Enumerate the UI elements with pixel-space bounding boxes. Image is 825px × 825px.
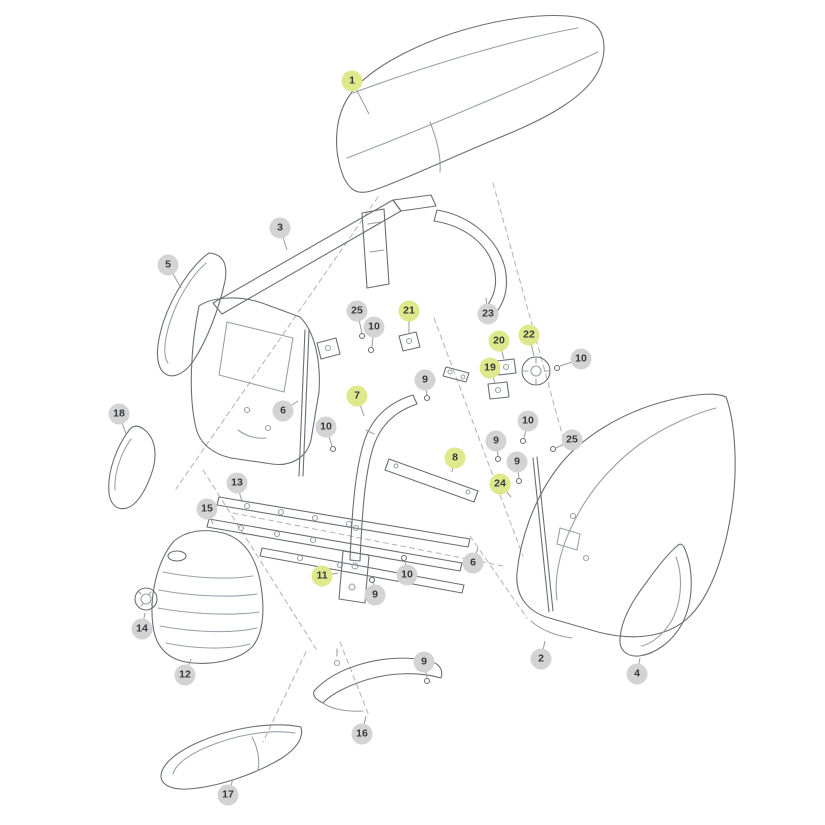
callout-11[interactable]: 11 bbox=[311, 565, 333, 587]
part-right-rod bbox=[532, 456, 554, 613]
part-mount-bracket bbox=[338, 550, 370, 604]
callout-25[interactable]: 25 bbox=[561, 429, 583, 451]
callout-1[interactable]: 1 bbox=[341, 70, 363, 92]
part-left-rod bbox=[298, 329, 310, 477]
part-lower-left-panel bbox=[160, 724, 303, 790]
part-upper-rail bbox=[216, 496, 471, 548]
callout-22[interactable]: 22 bbox=[518, 324, 540, 346]
callout-16[interactable]: 16 bbox=[351, 723, 373, 745]
part-cross-member bbox=[384, 458, 479, 503]
part-left-side-panel bbox=[190, 297, 320, 466]
hardware-fasteners bbox=[329, 332, 561, 685]
part-lower-front-panel bbox=[313, 648, 443, 712]
callout-14[interactable]: 14 bbox=[131, 618, 153, 640]
callout-8[interactable]: 8 bbox=[444, 447, 466, 469]
callout-10[interactable]: 10 bbox=[363, 316, 385, 338]
callout-19[interactable]: 19 bbox=[479, 357, 501, 379]
callout-9[interactable]: 9 bbox=[485, 430, 507, 452]
callout-9[interactable]: 9 bbox=[414, 369, 436, 391]
callout-12[interactable]: 12 bbox=[174, 664, 196, 686]
callout-15[interactable]: 15 bbox=[196, 498, 218, 520]
callout-25[interactable]: 25 bbox=[346, 300, 368, 322]
part-stay-bracket bbox=[349, 394, 418, 562]
part-right-trim bbox=[619, 543, 692, 657]
callout-5[interactable]: 5 bbox=[157, 254, 179, 276]
callout-20[interactable]: 20 bbox=[488, 330, 510, 352]
callout-6[interactable]: 6 bbox=[462, 552, 484, 574]
part-lower-rail bbox=[206, 518, 463, 572]
part-left-cowl bbox=[108, 425, 156, 510]
part-right-side-panel bbox=[516, 393, 736, 639]
part-left-upper-panel bbox=[156, 252, 227, 377]
callout-13[interactable]: 13 bbox=[226, 472, 248, 494]
callout-23[interactable]: 23 bbox=[477, 303, 499, 325]
callout-9[interactable]: 9 bbox=[413, 651, 435, 673]
callout-3[interactable]: 3 bbox=[269, 217, 291, 239]
part-front-grille bbox=[151, 530, 264, 664]
callout-7[interactable]: 7 bbox=[346, 385, 368, 407]
callout-10[interactable]: 10 bbox=[396, 564, 418, 586]
callout-24[interactable]: 24 bbox=[489, 473, 511, 495]
callout-4[interactable]: 4 bbox=[626, 663, 648, 685]
callout-6[interactable]: 6 bbox=[272, 400, 294, 422]
callout-10[interactable]: 10 bbox=[517, 410, 539, 432]
callout-9[interactable]: 9 bbox=[364, 584, 386, 606]
part-hinge-brackets bbox=[316, 331, 517, 400]
construction-lines bbox=[175, 182, 567, 743]
callout-21[interactable]: 21 bbox=[398, 300, 420, 322]
callout-17[interactable]: 17 bbox=[217, 784, 239, 806]
callout-10[interactable]: 10 bbox=[315, 416, 337, 438]
part-upper-frame bbox=[212, 194, 437, 315]
callout-9[interactable]: 9 bbox=[506, 451, 528, 473]
callout-10[interactable]: 10 bbox=[570, 348, 592, 370]
callout-2[interactable]: 2 bbox=[530, 648, 552, 670]
part-headlight bbox=[134, 587, 158, 611]
callout-18[interactable]: 18 bbox=[108, 403, 130, 425]
part-cap bbox=[521, 356, 551, 386]
